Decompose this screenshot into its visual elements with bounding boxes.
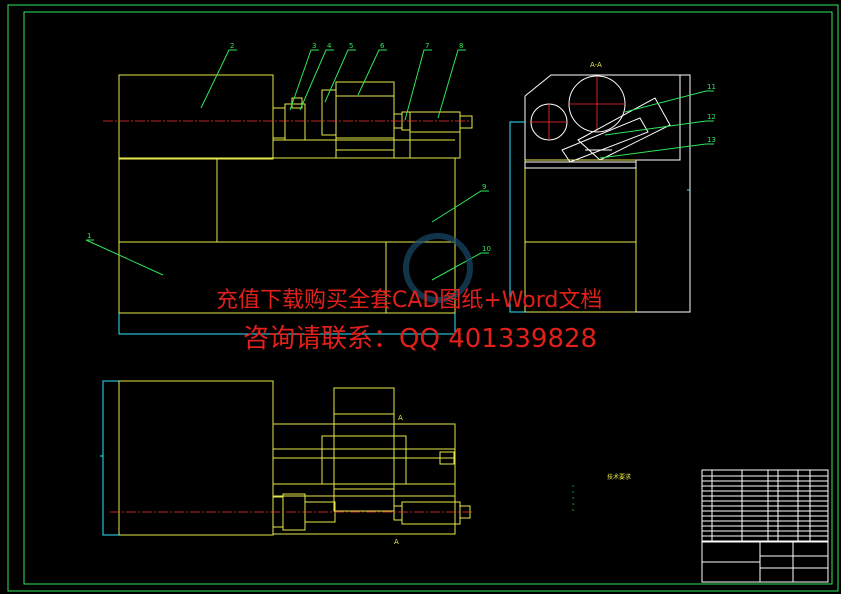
tech-line: 1.	[572, 484, 575, 488]
balloon-leader	[604, 120, 714, 136]
balloon-number: 11	[707, 83, 716, 91]
section-mark-bottom: A	[394, 538, 399, 546]
watermark-line-1: 充值下载购买全套CAD图纸+Word文档	[216, 288, 603, 313]
outer-frame	[7, 4, 839, 592]
balloon-number: 13	[707, 136, 716, 144]
side-view	[509, 74, 691, 313]
inner-frame	[23, 11, 833, 585]
balloon-number: 4	[327, 42, 332, 50]
tech-line: 3.	[572, 496, 575, 500]
balloon-leader	[437, 49, 466, 119]
balloon-number: 6	[380, 42, 385, 50]
balloon-number: 1	[87, 232, 91, 240]
balloon-leader	[599, 143, 714, 159]
balloon-number: 7	[425, 42, 429, 50]
balloon-number: 5	[349, 42, 353, 50]
balloon-leader	[85, 239, 164, 276]
balloon-number: 3	[312, 42, 316, 50]
top-view	[100, 380, 472, 536]
balloon-leader	[404, 49, 432, 121]
watermark-logo	[403, 233, 473, 303]
section-mark-top: A	[398, 414, 403, 422]
tech-line: 4.	[572, 502, 575, 506]
balloon-number: 9	[482, 183, 486, 191]
balloon-leader	[289, 49, 319, 111]
balloon-leader	[200, 49, 237, 109]
title-block	[701, 469, 829, 583]
balloon-leader	[299, 49, 334, 111]
balloon-number: 10	[482, 245, 491, 253]
balloon-number: 2	[230, 42, 234, 50]
balloon-leader	[324, 49, 356, 103]
balloon-leader	[357, 49, 387, 96]
balloon-number: 12	[707, 113, 716, 121]
balloon-leader	[624, 90, 714, 113]
balloon-leader	[431, 252, 489, 281]
front-view	[103, 74, 473, 335]
view-label-aa: A-A	[590, 61, 602, 69]
tech-requirements-title: 技术要求	[607, 474, 632, 481]
watermark-line-2: 咨询请联系：QQ 401339828	[243, 324, 598, 354]
balloon-leader	[431, 190, 489, 223]
tech-line: 5.	[572, 508, 575, 512]
tech-line: 2.	[572, 490, 575, 494]
balloon-number: 8	[459, 42, 463, 50]
